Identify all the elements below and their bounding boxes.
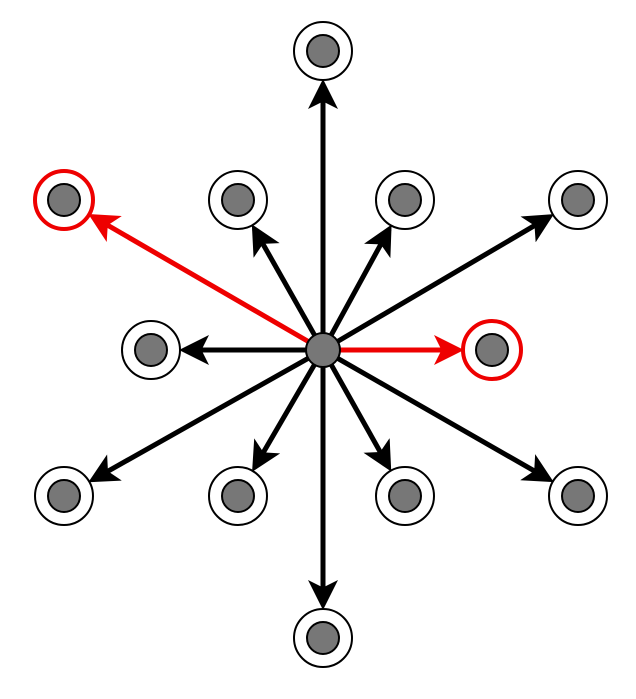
node-core-right bbox=[475, 333, 509, 367]
node-core-lower-right-far bbox=[561, 479, 595, 513]
node-bottom[interactable] bbox=[293, 608, 353, 668]
hub-node[interactable] bbox=[305, 332, 341, 368]
edge-upper-right-far bbox=[336, 214, 554, 344]
node-core-upper-right-far bbox=[561, 183, 595, 217]
edge-upper-left-far-highlighted bbox=[88, 213, 310, 344]
node-core-bottom bbox=[306, 621, 340, 655]
node-upper-right-near[interactable] bbox=[375, 170, 435, 230]
node-layer bbox=[33, 21, 608, 668]
edge-upper-right-near bbox=[329, 224, 392, 337]
node-lower-right-near[interactable] bbox=[375, 466, 435, 526]
node-lower-left-far[interactable] bbox=[34, 466, 94, 526]
edge-lower-right-far bbox=[336, 356, 554, 483]
node-upper-left-near[interactable] bbox=[208, 170, 268, 230]
node-left[interactable] bbox=[121, 320, 181, 380]
node-top[interactable] bbox=[293, 21, 353, 81]
edge-upper-left-near bbox=[251, 224, 317, 337]
node-right[interactable] bbox=[461, 319, 523, 381]
node-core-upper-right-near bbox=[388, 183, 422, 217]
node-lower-left-near[interactable] bbox=[208, 466, 268, 526]
node-core-top bbox=[306, 34, 340, 68]
node-core-lower-right-near bbox=[388, 479, 422, 513]
node-core-upper-left-far bbox=[47, 183, 81, 217]
node-core-left bbox=[134, 333, 168, 367]
edge-layer bbox=[88, 79, 554, 610]
edge-lower-right-near bbox=[329, 363, 392, 472]
edge-lower-left-near bbox=[252, 363, 317, 472]
node-lower-right-far[interactable] bbox=[548, 466, 608, 526]
node-core-lower-left-far bbox=[47, 479, 81, 513]
node-upper-right-far[interactable] bbox=[548, 170, 608, 230]
edge-lower-left-far bbox=[88, 356, 310, 483]
node-core-lower-left-near bbox=[221, 479, 255, 513]
node-core-upper-left-near bbox=[221, 183, 255, 217]
node-upper-left-far[interactable] bbox=[33, 169, 95, 231]
